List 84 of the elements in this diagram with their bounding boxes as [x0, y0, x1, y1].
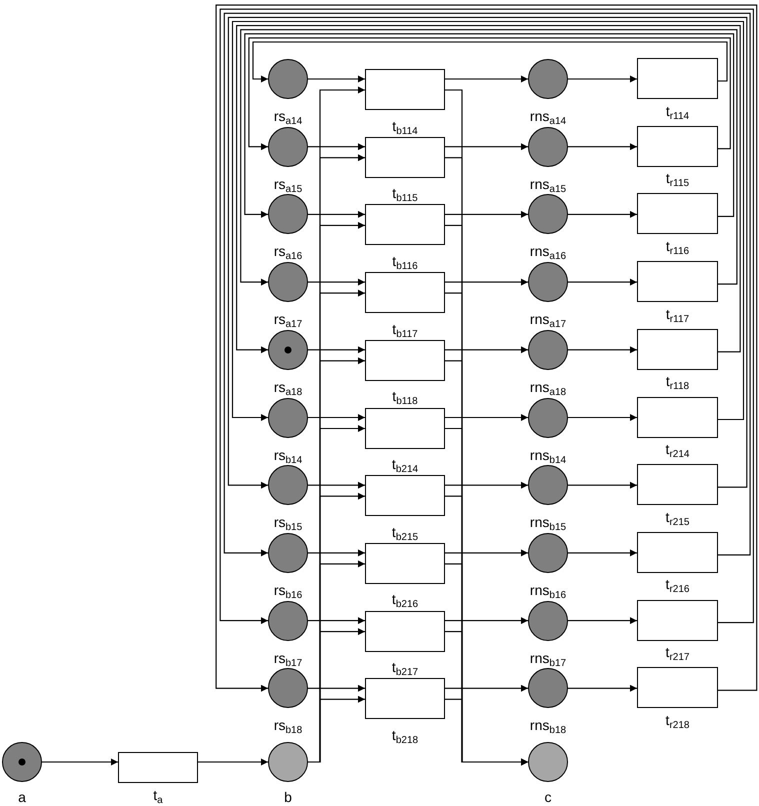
- arrow: [248, 37, 731, 150]
- transition-label: t$_{r218}$: [666, 712, 690, 728]
- place-label: a: [18, 789, 26, 805]
- arrow: [445, 617, 528, 624]
- place-label: c: [544, 789, 552, 805]
- place-label: b: [284, 789, 292, 805]
- place-label: rns$_{a15}$: [530, 176, 566, 192]
- arrow: [308, 696, 365, 763]
- arrow: [568, 617, 637, 624]
- arrow: [568, 346, 637, 354]
- place-label: rs$_{a18}$: [274, 378, 302, 395]
- arrow: [445, 482, 528, 489]
- arrow: [308, 482, 365, 489]
- place-label: rs$_{a15}$: [274, 176, 302, 192]
- place-label: rs$_{a16}$: [274, 243, 302, 260]
- arrow: [445, 698, 528, 766]
- arrow: [568, 684, 637, 692]
- arrow: [445, 684, 528, 692]
- place-label: rns$_{b15}$: [530, 514, 566, 530]
- arrow: [568, 210, 637, 218]
- arrow: [240, 29, 738, 286]
- transition-label: t$_{r215}$: [666, 508, 690, 525]
- transition-label: t$_{b114}$: [392, 118, 418, 134]
- transition-label: t$_{r217}$: [666, 644, 690, 660]
- arrow: [42, 758, 118, 766]
- arrow: [308, 414, 365, 421]
- transition-label: t$_{b118}$: [392, 388, 418, 404]
- arrow: [445, 76, 528, 82]
- arrow: [244, 33, 734, 218]
- place-label: rns$_{a14}$: [530, 108, 566, 124]
- transition-label: t$_{b217}$: [392, 659, 418, 676]
- arrow: [568, 549, 637, 556]
- arrow: [252, 41, 728, 82]
- arrow: [445, 414, 528, 421]
- place-label: rns$_{b17}$: [530, 650, 566, 666]
- arrow: [232, 20, 744, 421]
- place-label: rs$_{b17}$: [274, 650, 302, 666]
- arrow: [445, 278, 528, 286]
- transition-label: t$_{r116}$: [666, 238, 690, 254]
- arrow: [445, 210, 528, 218]
- place-label: rs$_{b16}$: [274, 582, 302, 598]
- arrow: [308, 210, 365, 218]
- place-label: rns$_{a17}$: [530, 311, 566, 328]
- arrow: [236, 25, 741, 354]
- transition-label: t$_{r214}$: [666, 441, 690, 457]
- transition-label: t$_{b214}$: [392, 456, 418, 472]
- place-label: rs$_{a14}$: [274, 108, 302, 124]
- place-label: rs$_{b14}$: [274, 446, 302, 462]
- arrow: [198, 758, 268, 766]
- place-label: rs$_{b18}$: [274, 717, 302, 734]
- transition-label: t$_{b218}$: [392, 726, 418, 743]
- arrow: [308, 143, 365, 150]
- arrow: [445, 549, 528, 556]
- transition-label: t$_{r115}$: [666, 170, 690, 186]
- place-label: rs$_{a17}$: [274, 311, 302, 328]
- transition-label: t$_{a}$: [153, 786, 163, 802]
- arrow: [445, 346, 528, 354]
- transition-label: t$_{r114}$: [666, 102, 690, 118]
- transition-label: t$_{b115}$: [392, 185, 418, 202]
- arrow: [568, 278, 637, 286]
- transition-label: t$_{b215}$: [392, 524, 418, 540]
- arrow: [445, 143, 528, 150]
- transition-label: t$_{r118}$: [666, 373, 690, 390]
- arrow: [308, 278, 365, 286]
- arrow: [568, 482, 637, 489]
- arrow: [568, 414, 637, 421]
- arrow: [308, 617, 365, 624]
- arrow: [308, 684, 365, 692]
- arrow: [568, 143, 637, 150]
- place-label: rns$_{a16}$: [530, 243, 566, 260]
- place-label: rns$_{a18}$: [530, 378, 566, 395]
- place-label: rs$_{b15}$: [274, 514, 302, 530]
- transition-label: t$_{r117}$: [666, 306, 690, 322]
- place-label: rns$_{b18}$: [530, 717, 566, 734]
- arrow: [308, 346, 365, 354]
- transition-label: t$_{b116}$: [392, 252, 418, 269]
- place-label: rns$_{b14}$: [530, 446, 566, 462]
- transition-label: t$_{r216}$: [666, 576, 690, 592]
- arrow: [568, 76, 637, 82]
- arrow: [308, 76, 365, 82]
- place-label: rns$_{b16}$: [530, 582, 566, 598]
- transition-label: t$_{b216}$: [392, 591, 418, 608]
- transition-label: t$_{b117}$: [392, 320, 418, 337]
- arrow: [308, 549, 365, 556]
